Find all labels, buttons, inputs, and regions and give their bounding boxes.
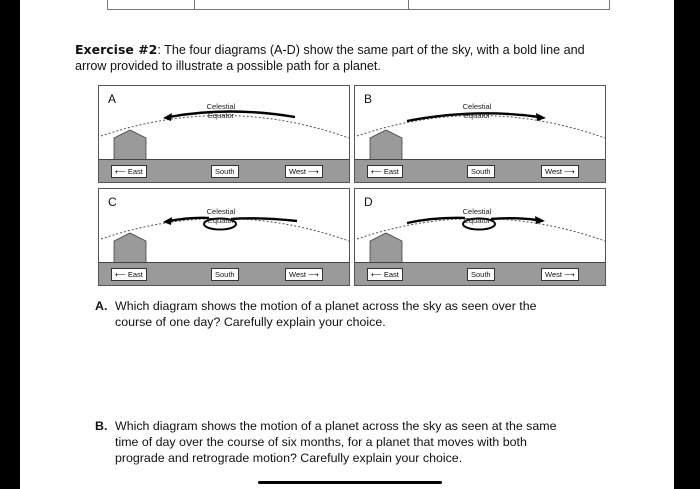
diagram-b-sky (356, 112, 605, 161)
exercise-text: : The four diagrams (A-D) show the same … (75, 43, 585, 73)
diagram-letter: C (108, 195, 117, 209)
diagram-letter: B (364, 92, 373, 106)
question-text: Which diagram shows the motion of a plan… (115, 299, 537, 313)
diagram-c-sky (100, 216, 349, 264)
question-letter: B. (95, 419, 108, 433)
horizon-ground: ⟵ East South West ⟶ (355, 159, 605, 182)
path-arrow-west-to-east (163, 217, 172, 225)
path-arrow-east-to-west (536, 113, 546, 121)
path-arrow-east-to-west (535, 216, 545, 224)
question-text: time of day over the course of six month… (115, 435, 527, 449)
south-label: South (211, 268, 239, 281)
question-text: prograde and retrograde motion? Carefull… (115, 451, 463, 465)
diagram-letter: A (108, 92, 117, 106)
exercise-heading: Exercise #2 (75, 42, 158, 57)
south-label: South (467, 268, 495, 281)
house-icon (369, 129, 403, 161)
house-icon (113, 129, 147, 161)
question-a: A. Which diagram shows the motion of a pl… (95, 298, 595, 330)
exercise-instructions: Exercise #2: The four diagrams (A-D) sho… (75, 42, 605, 74)
home-indicator-bar[interactable] (258, 481, 442, 484)
south-label: South (467, 165, 495, 178)
west-label: West ⟶ (285, 268, 323, 281)
south-label: South (211, 165, 239, 178)
east-label: ⟵ East (367, 165, 403, 178)
west-label: West ⟶ (541, 165, 579, 178)
question-b: B. Which diagram shows the motion of a pl… (95, 418, 595, 466)
house-icon (113, 232, 147, 264)
east-label: ⟵ East (111, 268, 147, 281)
east-label: ⟵ East (111, 165, 147, 178)
horizon-ground: ⟵ East South West ⟶ (355, 262, 605, 285)
horizon-ground: ⟵ East South West ⟶ (99, 159, 349, 182)
diagram-a-sky (100, 110, 349, 161)
question-text: Which diagram shows the motion of a plan… (115, 419, 557, 433)
path-arrow-west-to-east (163, 113, 172, 121)
west-label: West ⟶ (285, 165, 323, 178)
diagram-d-sky (356, 216, 605, 264)
table-divider (408, 0, 409, 9)
table-divider (194, 0, 195, 9)
diagram-letter: D (364, 195, 373, 209)
question-letter: A. (95, 299, 108, 313)
east-label: ⟵ East (367, 268, 403, 281)
question-text: course of one day? Carefully explain you… (115, 315, 386, 329)
top-table-fragment (107, 0, 610, 10)
horizon-ground: ⟵ East South West ⟶ (99, 262, 349, 285)
west-label: West ⟶ (541, 268, 579, 281)
house-icon (369, 232, 403, 264)
